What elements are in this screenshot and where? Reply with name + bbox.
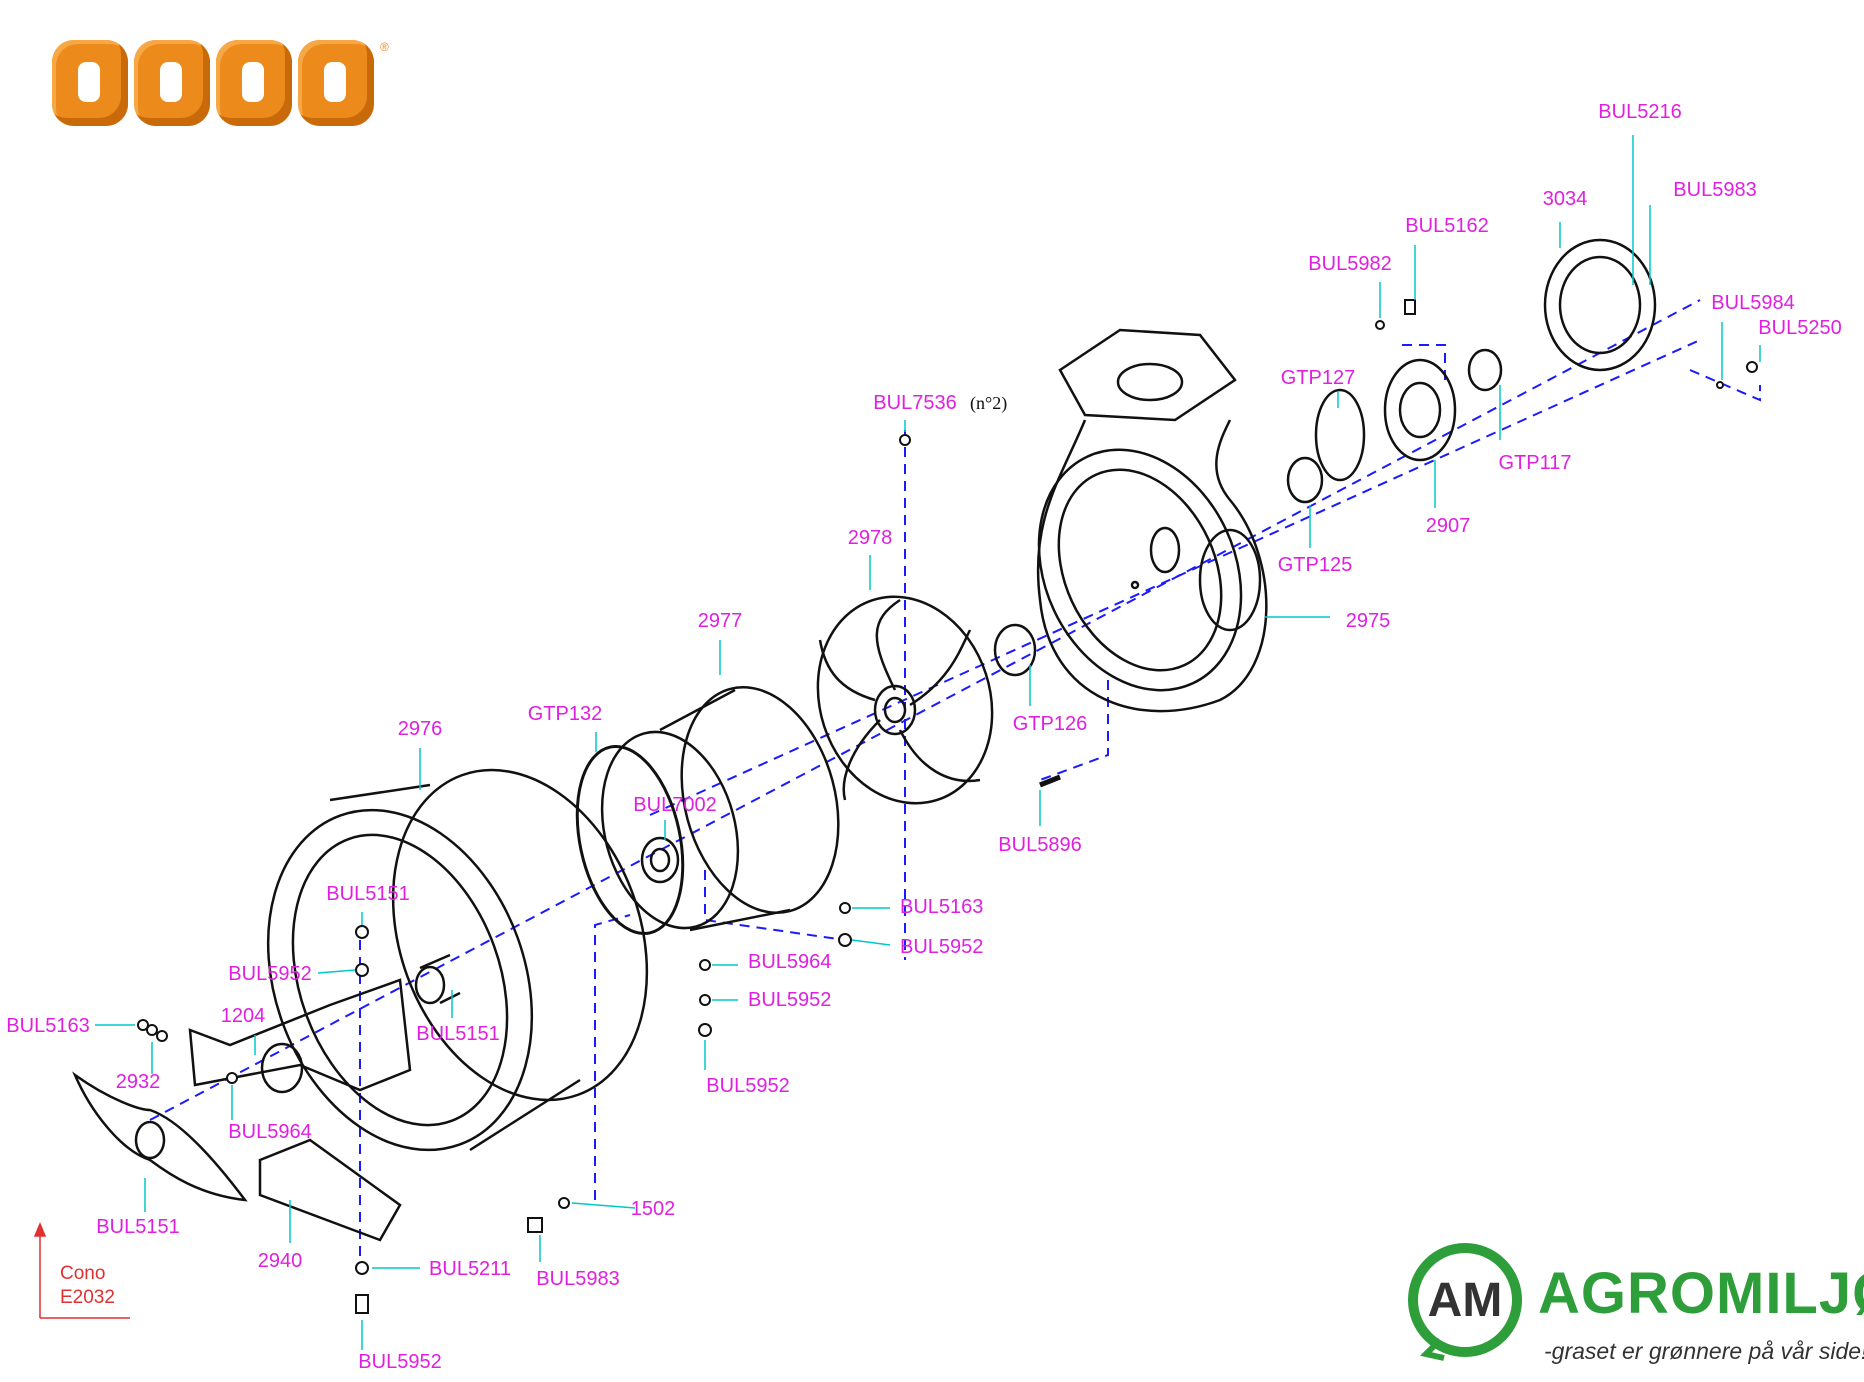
blade-2940 [72, 1071, 248, 1202]
fasteners [137, 299, 1758, 1314]
cone-label-line1: Cono [60, 1263, 106, 1284]
part-label-bul7536: BUL7536 [873, 392, 956, 414]
assembly-axes [149, 299, 1761, 1260]
part-label-2976: 2976 [398, 718, 443, 740]
part-label-2932: 2932 [116, 1071, 161, 1093]
part-label-bul5151: BUL5151 [96, 1216, 179, 1238]
front-cover-2976 [266, 768, 649, 1152]
gtp117 [1467, 348, 1503, 392]
part-label-1502: 1502 [631, 1198, 676, 1220]
part-label-bul5952: BUL5952 [706, 1075, 789, 1097]
agromiljo-monogram [1408, 1243, 1522, 1361]
part-label-gtp132: GTP132 [528, 703, 602, 725]
part-label-gtp127: GTP127 [1281, 367, 1355, 389]
part-label-bul5964: BUL5964 [228, 1121, 311, 1143]
doda-letter-d2 [216, 40, 292, 126]
part-label-1204: 1204 [221, 1005, 266, 1027]
plate-1502 [258, 1138, 402, 1242]
part-label-bul5952: BUL5952 [358, 1351, 441, 1373]
part-note-bul7536: (n°2) [970, 393, 1007, 414]
part-label-bul5952: BUL5952 [900, 936, 983, 958]
part-label-bul5983: BUL5983 [536, 1268, 619, 1290]
registered-mark: ® [380, 40, 389, 54]
cone-label: Cono E2032 [60, 1262, 115, 1310]
part-label-bul5162: BUL5162 [1405, 215, 1488, 237]
leader-bul5952 [317, 969, 356, 974]
part-label-bul5211: BUL5211 [429, 1258, 511, 1280]
part-label-bul5163: BUL5163 [6, 1015, 89, 1037]
doda-letter-o [134, 40, 210, 126]
part-label-bul5163: BUL5163 [900, 896, 983, 918]
part-label-bul7002: BUL7002 [633, 794, 716, 816]
part-label-2978: 2978 [848, 527, 893, 549]
part-label-bul5983: BUL5983 [1673, 179, 1756, 201]
rear-parts [993, 238, 1657, 677]
oring-gtp132 [575, 744, 685, 936]
part-label-bul5982: BUL5982 [1308, 253, 1391, 275]
part-label-bul5952: BUL5952 [748, 989, 831, 1011]
part-label-bul5250: BUL5250 [1758, 317, 1841, 339]
doda-letter-d1 [52, 40, 128, 126]
leader-bul5952 [851, 939, 891, 946]
part-label-bul5964: BUL5964 [748, 951, 831, 973]
wear-housing-2977 [600, 685, 840, 932]
seal-2907 [1383, 358, 1457, 462]
leader-lines [95, 135, 1761, 1350]
part-label-bul5151: BUL5151 [416, 1023, 499, 1045]
doda-letter-a [298, 40, 374, 126]
part-label-bul5896: BUL5896 [998, 834, 1081, 856]
flange-3034 [1543, 238, 1657, 372]
cone-label-line2: E2032 [60, 1287, 115, 1308]
agromiljo-wordmark: AGROMILJØ [1538, 1261, 1864, 1326]
part-label-2907: 2907 [1426, 515, 1471, 537]
leader-1502 [571, 1202, 636, 1209]
gtp125 [1286, 456, 1324, 504]
doda-logo: ® [52, 40, 389, 126]
part-label-bul5952: BUL5952 [228, 963, 311, 985]
agromiljo-tagline: -graset er grønnere på vår side! [1544, 1338, 1864, 1364]
gtp127 [1314, 388, 1366, 482]
part-label-gtp126: GTP126 [1013, 713, 1087, 735]
agromiljo-monogram-text: AM [1428, 1274, 1503, 1327]
part-label-gtp117: GTP117 [1499, 452, 1572, 474]
impeller-2978 [816, 595, 994, 805]
part-label-2940: 2940 [258, 1250, 303, 1272]
part-label-2977: 2977 [698, 610, 743, 632]
part-label-3034: 3034 [1543, 188, 1588, 210]
part-label-gtp125: GTP125 [1278, 554, 1352, 576]
part-label-bul5216: BUL5216 [1598, 101, 1681, 123]
volute-casing-2975 [1036, 328, 1268, 713]
cone-reference-arrow [33, 1222, 130, 1319]
part-label-bul5984: BUL5984 [1711, 292, 1794, 314]
part-label-2975: 2975 [1346, 610, 1391, 632]
part-labels: BUL5216BUL59833034BUL5162BUL5982BUL5984B… [6, 101, 1841, 1373]
gtp126 [993, 623, 1037, 677]
part-label-bul5151: BUL5151 [326, 883, 409, 905]
cutter-assembly [72, 953, 461, 1242]
